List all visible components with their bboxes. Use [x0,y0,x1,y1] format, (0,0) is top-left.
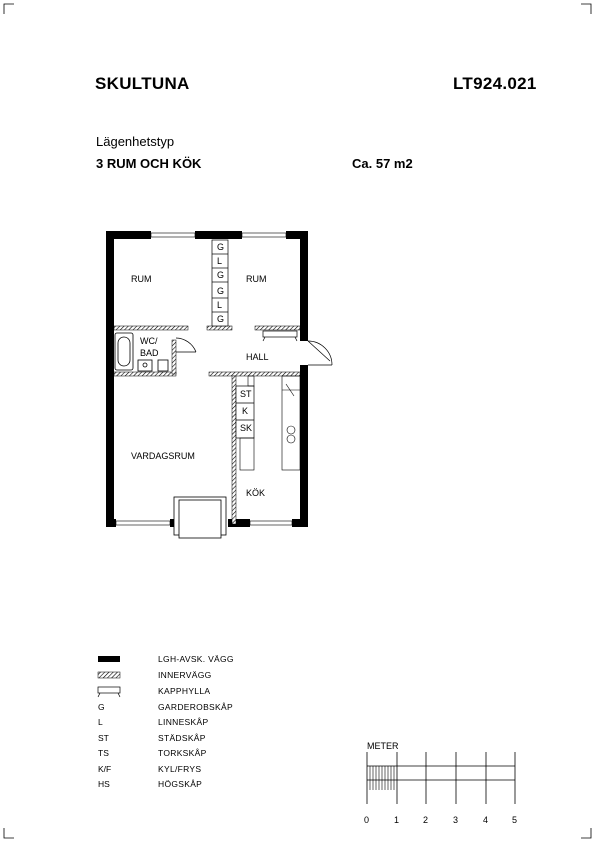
scale-tick-label: 1 [394,815,400,825]
legend-row: G GARDEROBSKÅP [98,701,298,715]
legend-label: GARDEROBSKÅP [158,702,233,712]
drawing-code: LT924.021 [453,74,537,93]
apartment-area: Ca. 57 m2 [352,156,413,171]
legend-row: ST STÄDSKÅP [98,732,298,746]
legend-row: HS HÖGSKÅP [98,778,298,792]
inner-walls [113,325,301,525]
apartment-type-value: 3 RUM OCH KÖK [96,156,202,171]
apartment-type-label: Lägenhetstyp [96,134,175,149]
room-label-rum-right: RUM [246,274,267,284]
closet-l2: L [217,300,223,310]
balcony [173,496,227,539]
closet-st: ST [240,389,252,399]
windows [115,232,293,526]
legend-row: LGH-AVSK. VÄGG [98,653,298,667]
legend-symbols [97,656,121,698]
legend-label: LGH-AVSK. VÄGG [158,654,234,664]
entrance-door [307,340,333,366]
legend-symbol: L [98,717,103,727]
closet-g4: G [217,314,225,324]
legend-symbol: K/F [98,764,112,774]
room-label-wc: WC/ [140,336,158,346]
scale-subticks [369,766,395,790]
room-label-vardagsrum: VARDAGSRUM [131,451,195,461]
room-label-hall: HALL [246,352,269,362]
closet-sk: SK [240,423,253,433]
room-label-bad: BAD [140,348,159,358]
legend-symbol: HS [98,779,110,789]
legend-label: STÄDSKÅP [158,733,206,743]
legend-label: TORKSKÅP [158,748,207,758]
closet-l1: L [217,256,223,266]
kitchen-counter [239,375,301,471]
legend-symbol: G [98,702,105,712]
closet-k: K [242,406,249,416]
legend-symbol: ST [98,733,109,743]
project-title: SKULTUNA [95,74,190,93]
scale-title: METER [367,741,399,751]
legend-label: INNERVÄGG [158,670,212,680]
scale-tick-label: 5 [512,815,518,825]
legend-row: KAPPHYLLA [98,685,298,699]
scale-tick-label: 4 [483,815,489,825]
closet-g2: G [217,270,225,280]
legend-label: KYL/FRYS [158,764,202,774]
legend-row: L LINNESKÅP [98,716,298,730]
scale-tick-label: 0 [364,815,370,825]
legend-row: TS TORKSKÅP [98,747,298,761]
room-label-rum-left: RUM [131,274,152,284]
scale-tick-label: 3 [453,815,459,825]
legend-label: HÖGSKÅP [158,779,203,789]
closet-g3: G [217,286,225,296]
closet-g1: G [217,242,225,252]
scale-tick-label: 2 [423,815,429,825]
room-label-kok: KÖK [246,488,266,498]
coat-shelf [262,330,298,342]
legend-row: INNERVÄGG [98,669,298,683]
scale-bar [366,752,516,804]
legend-row: K/F KYL/FRYS [98,763,298,777]
bath-fixtures [114,332,169,372]
legend-symbol: TS [98,748,109,758]
legend-label: LINNESKÅP [158,717,209,727]
legend-label: KAPPHYLLA [158,686,211,696]
bath-door [175,337,197,353]
